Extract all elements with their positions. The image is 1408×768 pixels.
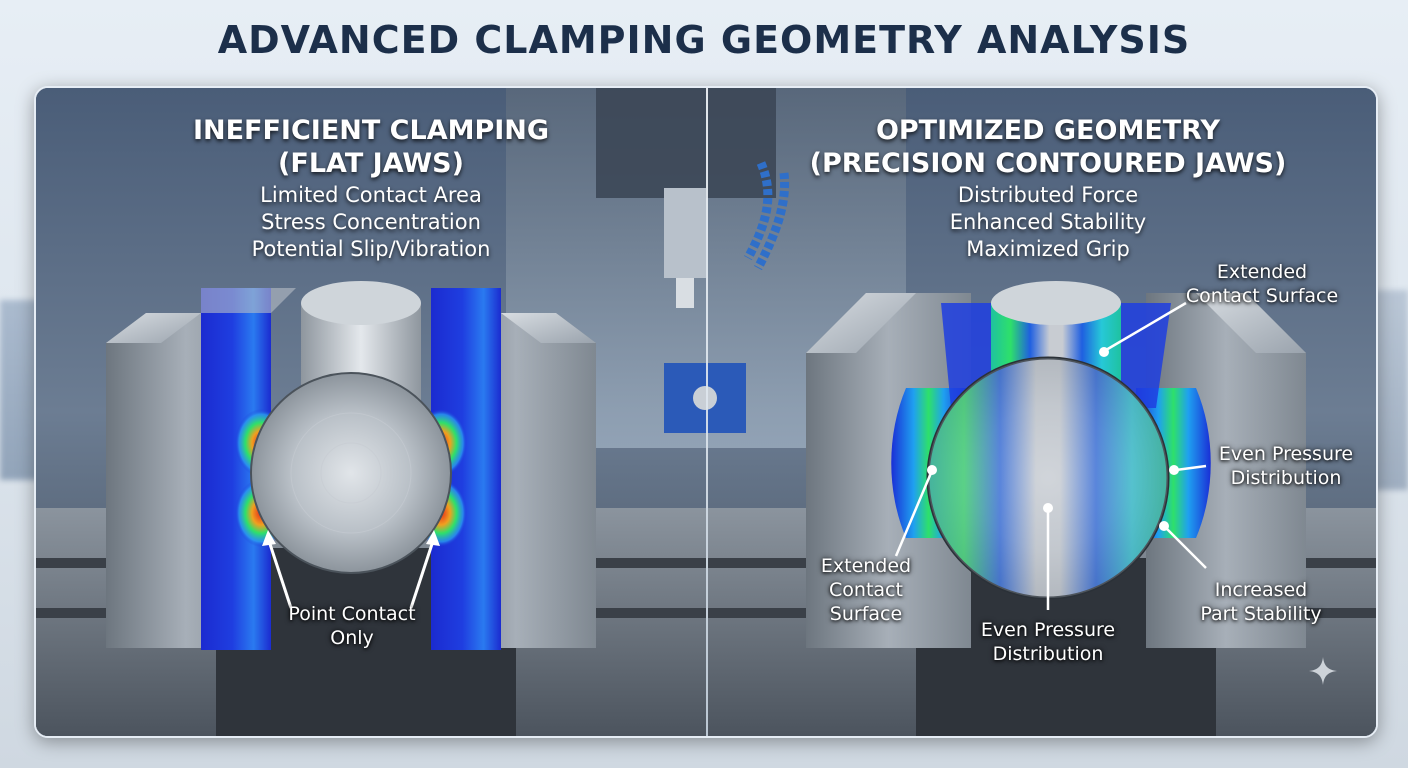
callout-line: Even Pressure: [980, 619, 1116, 641]
callout-point-contact: Point Contact Only: [252, 602, 452, 650]
left-point: Potential Slip/Vibration: [251, 237, 491, 261]
left-heading-line2: (FLAT JAWS): [278, 148, 464, 179]
right-point: Enhanced Stability: [949, 210, 1147, 234]
right-point: Maximized Grip: [966, 237, 1130, 261]
callout-line: Contact: [829, 579, 903, 601]
left-panel-points: Limited Contact Area Stress Concentratio…: [96, 182, 646, 263]
left-point: Stress Concentration: [261, 210, 481, 234]
callout-line: Distribution: [992, 643, 1104, 665]
left-heading-line1: INEFFICIENT CLAMPING: [192, 115, 550, 146]
callout-line: Only: [330, 627, 374, 649]
callout-line: Distribution: [1230, 467, 1342, 489]
callout-line: Surface: [829, 603, 903, 625]
callout-extended-contact-left: Extended Contact Surface: [806, 554, 926, 626]
left-point: Limited Contact Area: [260, 183, 482, 207]
sparkle-icon: [1309, 657, 1337, 685]
callout-line: Even Pressure: [1218, 443, 1354, 465]
left-panel-heading: INEFFICIENT CLAMPING (FLAT JAWS): [96, 114, 646, 180]
callout-line: Part Stability: [1200, 603, 1322, 625]
callout-increased-stability: Increased Part Stability: [1166, 578, 1356, 626]
callout-line: Contact Surface: [1185, 285, 1339, 307]
right-panel-heading: OPTIMIZED GEOMETRY (PRECISION CONTOURED …: [758, 114, 1338, 180]
right-heading-line2: (PRECISION CONTOURED JAWS): [809, 148, 1287, 179]
panel-divider: [706, 88, 708, 736]
right-panel-points: Distributed Force Enhanced Stability Max…: [758, 182, 1338, 263]
right-heading-line1: OPTIMIZED GEOMETRY: [875, 115, 1221, 146]
callout-even-pressure-center: Even Pressure Distribution: [958, 618, 1138, 666]
callout-line: Extended: [1216, 261, 1308, 283]
comparison-panel: INEFFICIENT CLAMPING (FLAT JAWS) Limited…: [34, 86, 1378, 738]
callout-line: Point Contact: [288, 603, 416, 625]
right-point: Distributed Force: [957, 183, 1139, 207]
page-title: ADVANCED CLAMPING GEOMETRY ANALYSIS: [217, 18, 1191, 62]
callout-even-pressure-right: Even Pressure Distribution: [1196, 442, 1376, 490]
callout-line: Increased: [1214, 579, 1308, 601]
callout-extended-contact-top: Extended Contact Surface: [1162, 260, 1362, 308]
callout-line: Extended: [820, 555, 912, 577]
